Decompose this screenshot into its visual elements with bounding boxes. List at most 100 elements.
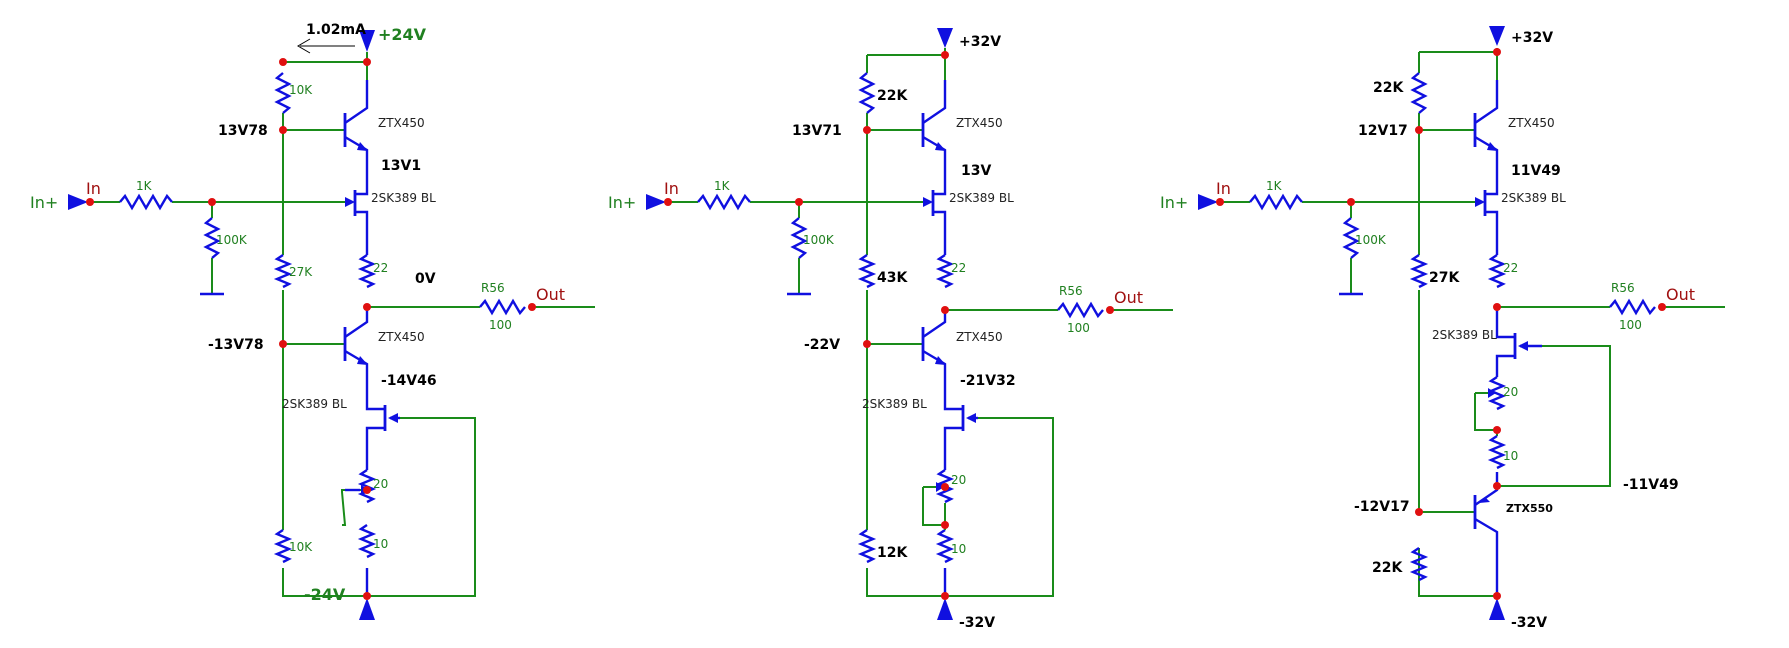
- trimmer: [345, 469, 377, 504]
- r-out-value: 100: [489, 318, 512, 332]
- nodes: [664, 51, 1114, 600]
- output-pin-label: Out: [536, 285, 565, 304]
- r-in-value: 1K: [136, 179, 153, 193]
- resistor-top: [1410, 72, 1428, 114]
- current-label: 1.02mA: [306, 22, 366, 38]
- rail-neg-label: -32V: [1511, 615, 1547, 631]
- r-source-top-value: 22: [951, 261, 966, 275]
- v-emitter-bot: -14V46: [381, 373, 437, 389]
- v-emitter-bot: -21V32: [960, 373, 1016, 389]
- rail-pos-label: +32V: [959, 34, 1001, 50]
- rail-pos-label: +24V: [378, 25, 427, 44]
- trim-value: 20: [951, 473, 966, 487]
- input-label: In+: [1160, 193, 1188, 212]
- resistor-in: [697, 193, 751, 211]
- jfet-bot-label: 2SK389 BL: [1432, 328, 1497, 342]
- resistor-source-top: [357, 254, 377, 289]
- trimmer: [1487, 376, 1507, 411]
- v-emitter-top: 13V1: [381, 158, 421, 174]
- r-ground-value: 100K: [216, 233, 248, 247]
- r-bot-value: 22K: [1372, 560, 1403, 576]
- r-in-value: 1K: [714, 179, 731, 193]
- output-pin-label: Out: [1666, 285, 1695, 304]
- v-base-top: 13V78: [218, 123, 268, 139]
- rail-pos-arrow: [937, 28, 953, 48]
- input-port-arrow: [68, 194, 88, 210]
- resistor-output: [479, 298, 526, 316]
- jfet-bot: [1495, 307, 1542, 377]
- r-source-bot-value: 10: [1503, 449, 1518, 463]
- v-emitter-top: 13V: [961, 163, 991, 179]
- rail-neg-arrow: [1489, 598, 1505, 620]
- r-source-top-value: 22: [1503, 261, 1518, 275]
- ground-symbol: [200, 292, 224, 296]
- wires: [1220, 48, 1725, 597]
- r-top-value: 22K: [1373, 80, 1404, 96]
- resistor-output: [1057, 301, 1104, 319]
- resistor-output: [1609, 298, 1656, 316]
- input-port-arrow: [1198, 194, 1218, 210]
- current-arrow: [297, 38, 355, 54]
- jfet-top: [923, 165, 947, 255]
- rail-neg-label: -24V: [304, 585, 346, 604]
- rail-pos-label: +32V: [1511, 30, 1553, 46]
- resistor-bot: [1409, 547, 1429, 596]
- resistor-ground: [1342, 217, 1360, 259]
- resistor-ground: [203, 217, 221, 259]
- q-bot-label: ZTX450: [378, 330, 425, 344]
- resistor-mid: [857, 254, 877, 289]
- input-pin-label: In: [86, 179, 101, 198]
- trim-value: 20: [373, 477, 388, 491]
- r-out-value: 100: [1067, 321, 1090, 335]
- resistor-mid: [1409, 254, 1429, 289]
- resistor-bot: [857, 529, 877, 564]
- resistor-top: [274, 72, 292, 114]
- bjt-bot: [921, 310, 947, 385]
- resistor-source-top: [1487, 254, 1507, 289]
- resistor-bot: [273, 529, 293, 564]
- input-label: In+: [30, 193, 58, 212]
- r-source-bot-value: 10: [373, 537, 388, 551]
- r-out-name: R56: [1611, 281, 1635, 295]
- jfet-top-label: 2SK389 BL: [1501, 191, 1566, 205]
- r-out-name: R56: [481, 281, 505, 295]
- trimmer: [935, 469, 955, 530]
- resistor-source-bot: [357, 524, 377, 559]
- r-top-value: 22K: [877, 88, 908, 104]
- resistor-mid: [273, 254, 293, 289]
- v-emitter-top: 11V49: [1511, 163, 1561, 179]
- bjt-top: [1473, 80, 1499, 165]
- q-bot-label: ZTX450: [956, 330, 1003, 344]
- q-top-label: ZTX450: [1508, 116, 1555, 130]
- resistor-top: [858, 72, 876, 114]
- jfet-bot: [943, 385, 978, 470]
- rail-pos-arrow: [359, 30, 375, 52]
- v-base-bot: -12V17: [1354, 499, 1410, 515]
- r-mid-value: 27K: [289, 265, 313, 279]
- bjt-top: [343, 80, 369, 165]
- r-in-value: 1K: [1266, 179, 1283, 193]
- resistor-source-top: [935, 254, 955, 289]
- r-ground-value: 100K: [803, 233, 835, 247]
- jfet-bot-label: 2SK389 BL: [282, 397, 347, 411]
- r-bot-value: 12K: [877, 545, 908, 561]
- circuit-2: In+ In Out 1K 100K +32V -32V 22K 43K 12K…: [608, 28, 1173, 631]
- resistor-in: [1249, 193, 1303, 211]
- v-base-bot: -22V: [804, 337, 840, 353]
- bjt-bot: [1473, 486, 1499, 596]
- r-ground-value: 100K: [1355, 233, 1387, 247]
- input-pin-label: In: [664, 179, 679, 198]
- r-mid-value: 27K: [1429, 270, 1460, 286]
- resistor-source-bot: [935, 529, 955, 564]
- wires: [668, 48, 1173, 597]
- jfet-bot: [365, 385, 400, 470]
- r-source-top-value: 22: [373, 261, 388, 275]
- r-source-bot-value: 10: [951, 542, 966, 556]
- v-out: 0V: [415, 271, 436, 287]
- r-out-name: R56: [1059, 284, 1083, 298]
- bjt-top: [921, 80, 947, 165]
- jfet-bot-label: 2SK389 BL: [862, 397, 927, 411]
- input-port-arrow: [646, 194, 666, 210]
- jfet-top: [345, 165, 369, 255]
